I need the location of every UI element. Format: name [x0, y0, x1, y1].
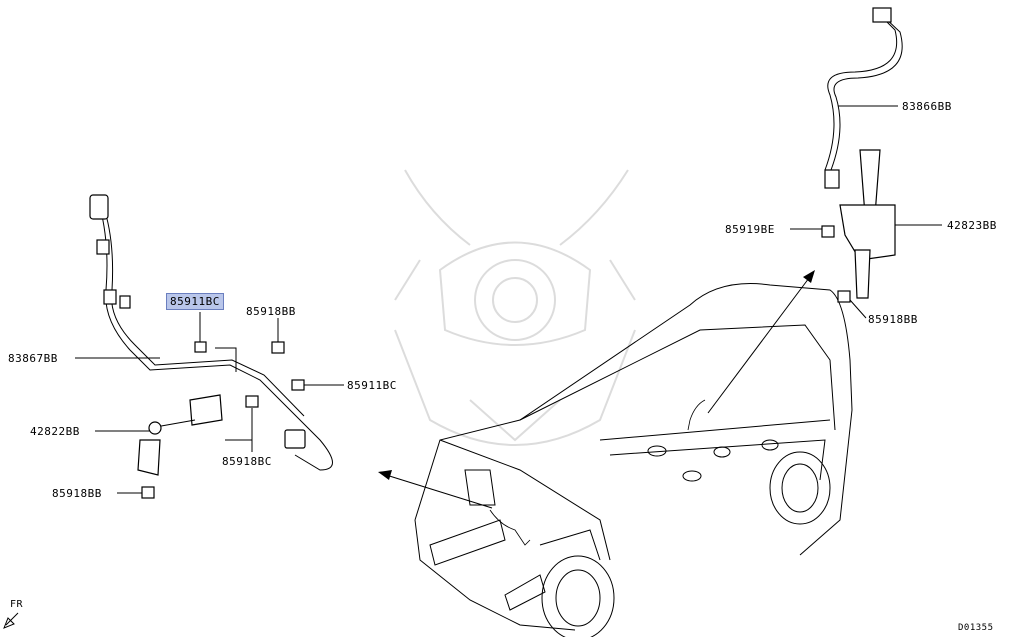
watermark-logo [394, 169, 636, 446]
part-label-85918bb-bottom[interactable]: 85918BB [52, 487, 102, 500]
front-direction-arrow [3, 612, 19, 629]
left-harness-assembly [89, 194, 333, 499]
part-label-42823bb[interactable]: 42823BB [947, 219, 997, 232]
diagram-code: D01355 [958, 623, 994, 633]
leader-lines [75, 105, 942, 494]
vehicle-outline [414, 283, 853, 637]
part-label-85911bc[interactable]: 85911BC [347, 379, 397, 392]
callout-arrows [378, 270, 815, 509]
part-label-85918bb-top[interactable]: 85918BB [246, 305, 296, 318]
part-label-42822bb[interactable]: 42822BB [30, 425, 80, 438]
part-label-85911bc-highlighted[interactable]: 85911BC [166, 293, 224, 310]
right-harness-assembly [821, 7, 903, 303]
part-label-83866bb[interactable]: 83866BB [902, 100, 952, 113]
front-direction-label: FR [10, 599, 24, 610]
part-label-85918bc[interactable]: 85918BC [222, 455, 272, 468]
part-label-85918bb-right[interactable]: 85918BB [868, 313, 918, 326]
part-label-85919be[interactable]: 85919BE [725, 223, 775, 236]
part-label-83867bb[interactable]: 83867BB [8, 352, 58, 365]
